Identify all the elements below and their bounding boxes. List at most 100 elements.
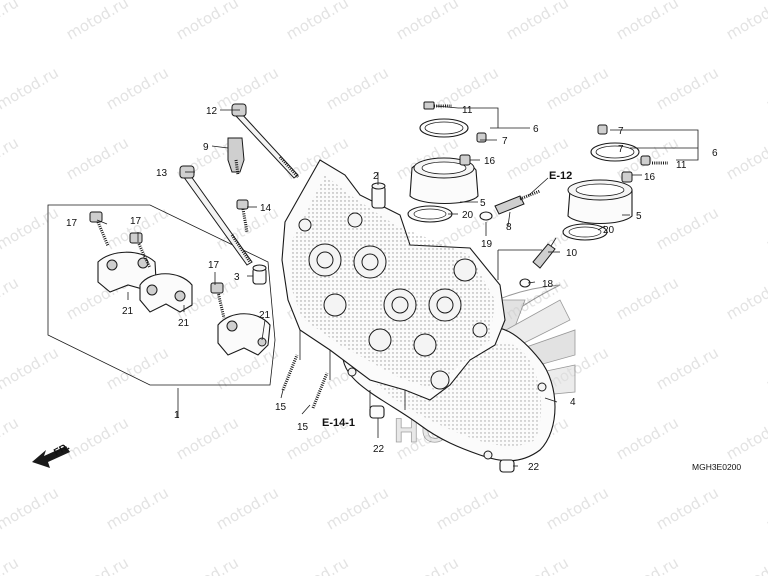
watermark-text: motod.ru	[0, 0, 22, 43]
section-ref-e12[interactable]: E-12	[549, 170, 572, 182]
callout-6-left: 6	[533, 124, 539, 135]
callout-12: 12	[206, 106, 218, 117]
watermark-text: motod.ru	[503, 553, 572, 576]
watermark-text: motod.ru	[173, 553, 242, 576]
callout-16-left: 16	[484, 156, 496, 167]
sensor-parts	[479, 189, 557, 288]
watermark-text: motod.ru	[503, 0, 572, 43]
watermark-text: motod.ru	[543, 63, 612, 113]
watermark-text: motod.ru	[723, 413, 768, 463]
callout-19: 19	[481, 239, 493, 250]
callout-8: 8	[506, 222, 512, 233]
watermark-text: motod.ru	[103, 483, 172, 533]
callout-7-a: 7	[502, 136, 508, 147]
callout-21-a: 21	[122, 306, 134, 317]
callout-5-right: 5	[636, 211, 642, 222]
cam-holder-parts	[97, 251, 271, 356]
watermark-text: motod.ru	[283, 553, 352, 576]
watermark-text: motod.ru	[213, 343, 282, 393]
watermark-text: motod.ru	[0, 273, 22, 323]
watermark-text: motod.ru	[723, 553, 768, 576]
leader-lines	[96, 105, 699, 467]
callout-labels: 1 2 3 4 5 5 6 6 7 7 7 8 9 10 11 11 12 13…	[66, 105, 718, 473]
callout-15-b: 15	[297, 422, 309, 433]
watermark-text: motod.ru	[763, 483, 768, 533]
callout-13: 13	[156, 168, 168, 179]
watermark-text: motod.ru	[653, 483, 722, 533]
callout-9: 9	[203, 142, 209, 153]
stud-bolts-15	[281, 354, 329, 409]
watermark-text: motod.ru	[63, 0, 132, 43]
watermark-text: motod.ru	[543, 483, 612, 533]
callout-11-right: 11	[676, 160, 687, 171]
watermark-text: motod.ru	[0, 413, 22, 463]
watermark-text: motod.ru	[0, 133, 22, 183]
callout-22-b: 22	[528, 462, 540, 473]
callout-10: 10	[566, 248, 578, 259]
callout-15-a: 15	[275, 402, 287, 413]
callout-17-c: 17	[208, 260, 220, 271]
watermark-text: motod.ru	[653, 63, 722, 113]
watermark-text: motod.ru	[393, 553, 462, 576]
watermark-text: motod.ru	[763, 63, 768, 113]
watermark-text: motod.ru	[283, 0, 352, 43]
watermark-text: motod.ru	[763, 343, 768, 393]
watermark-text: motod.ru	[723, 273, 768, 323]
spark-plug-9	[227, 137, 245, 176]
section-ref-e14-1[interactable]: E-14-1	[322, 417, 355, 429]
callout-14: 14	[260, 203, 272, 214]
watermark-text: motod.ru	[393, 0, 462, 43]
watermark-text: motod.ru	[173, 413, 242, 463]
watermark-text: motod.ru	[213, 483, 282, 533]
callout-11-left: 11	[462, 105, 473, 116]
callout-7-b: 7	[618, 126, 624, 137]
watermark-text: motod.ru	[613, 273, 682, 323]
sleeve-3	[252, 264, 267, 285]
group-frame-1	[47, 204, 276, 386]
callout-7-c: 7	[618, 144, 624, 155]
watermark-text: motod.ru	[0, 553, 22, 576]
callout-5-left: 5	[480, 198, 486, 209]
watermark-text: motod.ru	[613, 553, 682, 576]
watermark-text: motod.ru	[63, 553, 132, 576]
watermark-text: motod.ru	[653, 203, 722, 253]
flange-bolts-17	[89, 211, 226, 319]
callout-20-left: 20	[462, 210, 474, 221]
insulator-assembly-left	[407, 101, 487, 223]
watermark-text: motod.ru	[763, 203, 768, 253]
watermark-text: motod.ru	[103, 63, 172, 113]
callout-6-right: 6	[712, 148, 718, 159]
callout-22-a: 22	[373, 444, 385, 455]
callout-3: 3	[234, 272, 240, 283]
watermark-text: motod.ru	[653, 343, 722, 393]
watermark-text: motod.ru	[103, 203, 172, 253]
watermark-text: motod.ru	[613, 413, 682, 463]
callout-18: 18	[542, 279, 554, 290]
watermark-text: motod.ru	[63, 413, 132, 463]
callout-21-b: 21	[178, 318, 190, 329]
callout-2: 2	[373, 171, 379, 182]
watermark-text: motod.ru	[0, 483, 62, 533]
watermark-text: motod.ru	[613, 0, 682, 43]
watermark-text: motod.ru	[0, 203, 62, 253]
watermark-text: motod.ru	[323, 483, 392, 533]
callout-4: 4	[570, 397, 576, 408]
watermark-text: motod.ru	[433, 483, 502, 533]
watermark-text: motod.ru	[213, 63, 282, 113]
stud-bolt-13	[179, 165, 253, 266]
callout-17-a: 17	[66, 218, 78, 229]
watermark-text: motod.ru	[63, 133, 132, 183]
watermark-text: motod.ru	[0, 343, 62, 393]
watermark-text: motod.ru	[323, 63, 392, 113]
insulator-assembly-right	[562, 124, 668, 241]
watermark-text: motod.ru	[0, 63, 62, 113]
dowel-pin-2	[371, 182, 386, 209]
cylinder-head	[281, 159, 506, 410]
callout-21-c: 21	[259, 310, 271, 321]
callout-16-right: 16	[644, 172, 656, 183]
watermark-text: motod.ru	[103, 343, 172, 393]
diagram-code: MGH3E0200	[692, 462, 741, 472]
watermark-text: motod.ru	[723, 0, 768, 43]
